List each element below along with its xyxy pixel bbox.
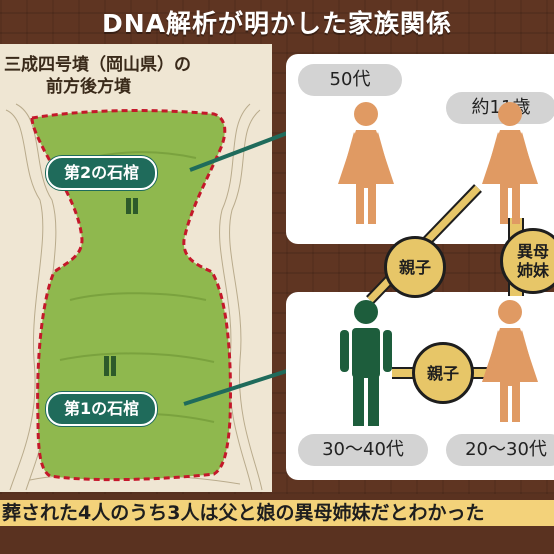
map-label-line1: 三成四号墳（岡山県）の: [4, 55, 191, 75]
map-label: 三成四号墳（岡山県）の 前方後方墳: [4, 54, 191, 98]
man-30-40s-figure: [340, 300, 392, 426]
burial-mound: [30, 109, 232, 482]
coffin1-badge: 第1の石棺: [46, 392, 158, 426]
relation-parent-child-bottom: 親子: [412, 342, 474, 404]
relation-half-sisters: 異母姉妹: [500, 228, 554, 294]
connector-coffin1: [183, 368, 291, 406]
connector-coffin2: [189, 130, 291, 172]
age-50-label: 50代: [298, 64, 402, 96]
relation-parent-child-top: 親子: [384, 236, 446, 298]
half-sisters-line2: 姉妹: [516, 261, 549, 280]
woman-20-30s-figure: [482, 300, 538, 422]
half-sisters-line1: 異母: [516, 242, 549, 261]
coffin2-badge: 第2の石棺: [46, 156, 158, 190]
woman-50s-figure: [338, 102, 394, 224]
coffin2-mark: [126, 198, 131, 214]
girl-11-figure: [482, 102, 538, 224]
age-30-40-label: 30～40代: [298, 434, 428, 466]
page-title: DNA解析が明かした家族関係: [101, 9, 453, 38]
age-20-30-label: 20～30代: [446, 434, 554, 466]
caption: 葬された4人のうち3人は父と娘の異母姉妹だとわかった: [0, 500, 554, 526]
coffin1-mark: [104, 356, 109, 376]
map-label-line2: 前方後方墳: [46, 77, 131, 97]
